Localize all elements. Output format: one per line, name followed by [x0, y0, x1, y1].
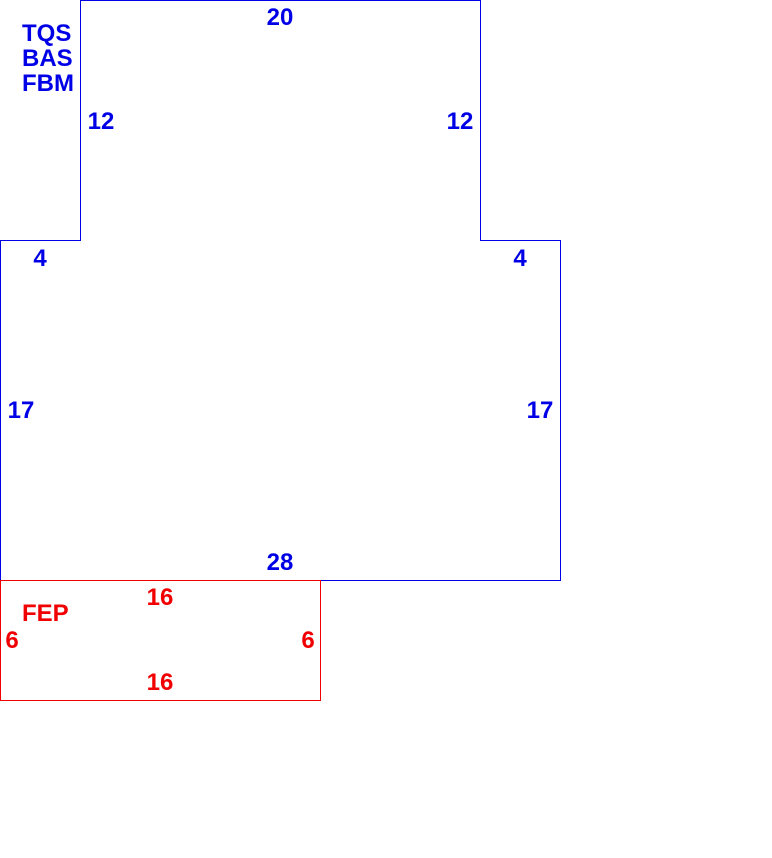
annex-label-fep: FEP — [22, 600, 69, 627]
annex-area-outline — [0, 580, 321, 701]
annex-dim-top: 16 — [147, 584, 174, 611]
annex-dim-bottom: 16 — [147, 669, 174, 696]
annex-dim-left: 6 — [5, 627, 18, 654]
dim-bottom: 28 — [267, 549, 294, 576]
annex-dim-right: 6 — [301, 627, 314, 654]
area-label-bas: BAS — [22, 45, 73, 72]
area-label-fbm: FBM — [22, 70, 74, 97]
area-label-tqs: TQS — [22, 20, 71, 47]
main-area-outline — [0, 0, 561, 581]
dim-step-right: 4 — [513, 245, 527, 272]
dim-upper-right: 12 — [447, 108, 474, 135]
dim-top: 20 — [267, 4, 294, 31]
dim-upper-left: 12 — [88, 108, 115, 135]
dim-lower-left: 17 — [8, 397, 35, 424]
dim-lower-right: 17 — [527, 397, 554, 424]
dim-step-left: 4 — [33, 245, 47, 272]
